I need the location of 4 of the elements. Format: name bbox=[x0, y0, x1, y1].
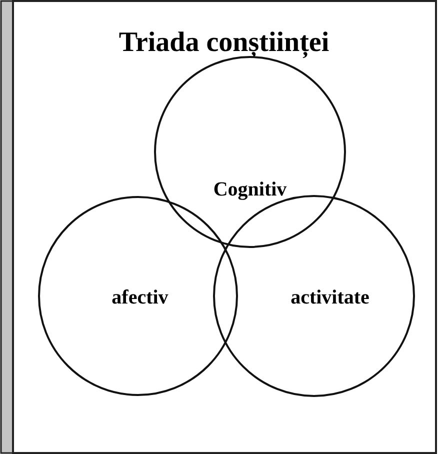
diagram-title: Triada conștiinței bbox=[118, 27, 330, 59]
circle-label: afectiv bbox=[112, 286, 168, 310]
circle-label: Cognitiv bbox=[213, 178, 287, 202]
circle-label: activitate bbox=[290, 286, 370, 310]
